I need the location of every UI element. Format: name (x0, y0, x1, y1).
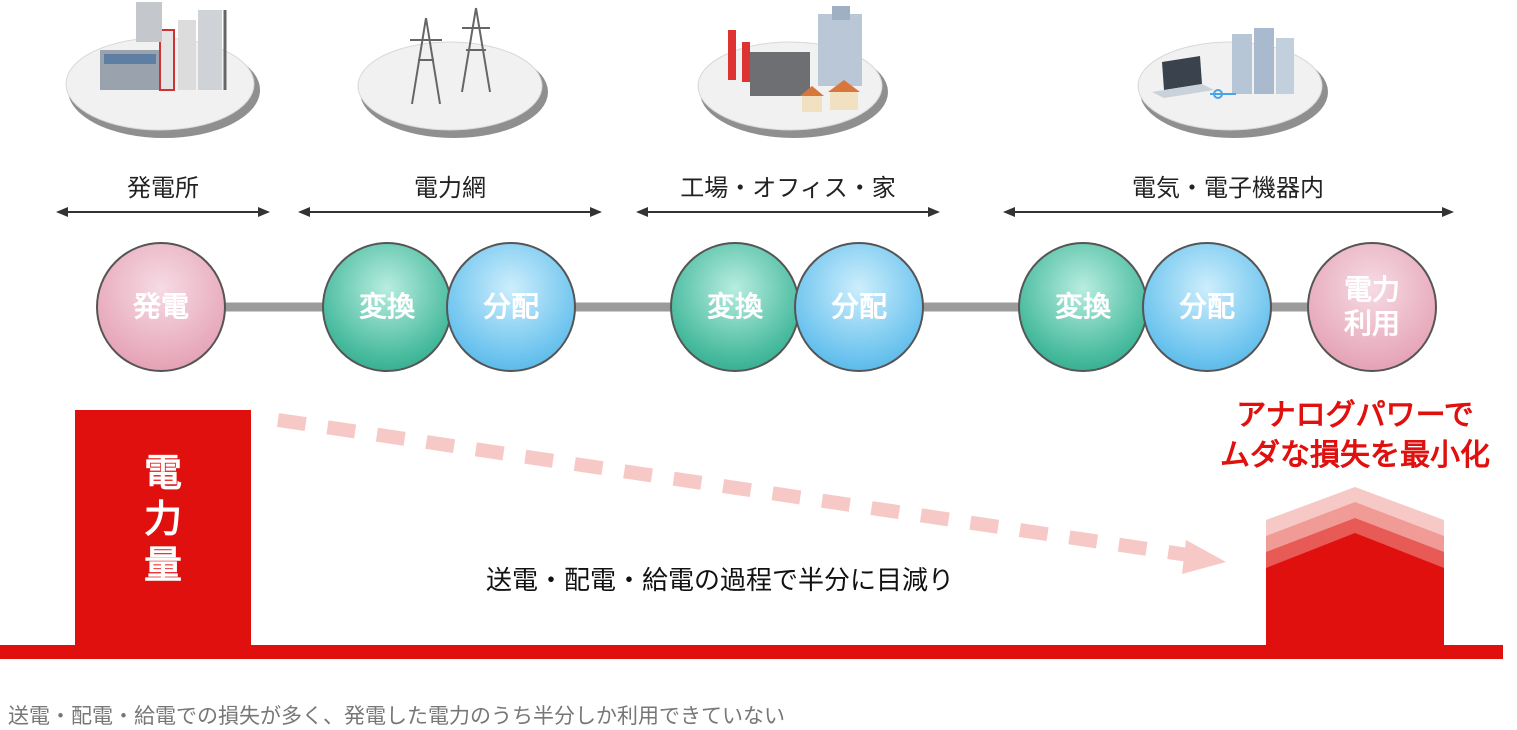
node-label: 発電 (132, 290, 189, 324)
node-label: 変換 (1054, 290, 1111, 324)
node-distribution-3: 分配 (1142, 242, 1272, 372)
electronics-illustration (1137, 28, 1328, 138)
highlight-line1: アナログパワーで (1236, 398, 1474, 433)
node-conversion-3: 変換 (1018, 242, 1148, 372)
node-label-line1: 電力 (1343, 273, 1400, 307)
power-amount-char-2: 力 (143, 497, 182, 541)
loss-arrow-head (1182, 540, 1226, 574)
baseline-bar (0, 645, 1503, 659)
node-label: 分配 (482, 290, 539, 324)
node-conversion-1: 変換 (322, 242, 452, 372)
node-power-usage: 電力 利用 (1307, 242, 1437, 372)
factory-office-house-illustration (697, 6, 888, 138)
stage-label-electronics: 電気・電子機器内 (1132, 174, 1324, 202)
loss-description: 送電・配電・給電の過程で半分に目減り (486, 566, 955, 596)
stage-label-factory-office-home: 工場・オフィス・家 (680, 174, 896, 202)
power-grid-illustration (357, 7, 548, 138)
node-distribution-2: 分配 (794, 242, 924, 372)
stage-label-power-plant: 発電所 (127, 174, 199, 202)
highlight-line2: ムダな損失を最小化 (1220, 438, 1490, 473)
loss-dashed-arrow (276, 413, 1197, 563)
power-amount-label: 電 力 量 (75, 450, 251, 588)
analog-power-highlight: アナログパワーで ムダな損失を最小化 (1220, 396, 1490, 476)
node-label-line2: 利用 (1343, 307, 1400, 340)
bottom-caption: 送電・配電・給電での損失が多く、発電した電力のうち半分しか利用できていない (8, 704, 785, 728)
node-label: 分配 (1178, 290, 1235, 324)
input-power-bar (75, 410, 251, 650)
node-conversion-2: 変換 (670, 242, 800, 372)
node-label: 変換 (358, 290, 415, 324)
node-label: 変換 (706, 290, 763, 324)
power-amount-char-3: 量 (143, 543, 182, 587)
node-label: 分配 (830, 290, 887, 324)
node-generation: 発電 (96, 242, 226, 372)
node-distribution-1: 分配 (446, 242, 576, 372)
output-power-bar (1266, 487, 1444, 650)
stage-label-power-grid: 電力網 (414, 174, 486, 202)
power-plant-illustration (65, 2, 260, 138)
power-amount-char-1: 電 (143, 451, 182, 495)
